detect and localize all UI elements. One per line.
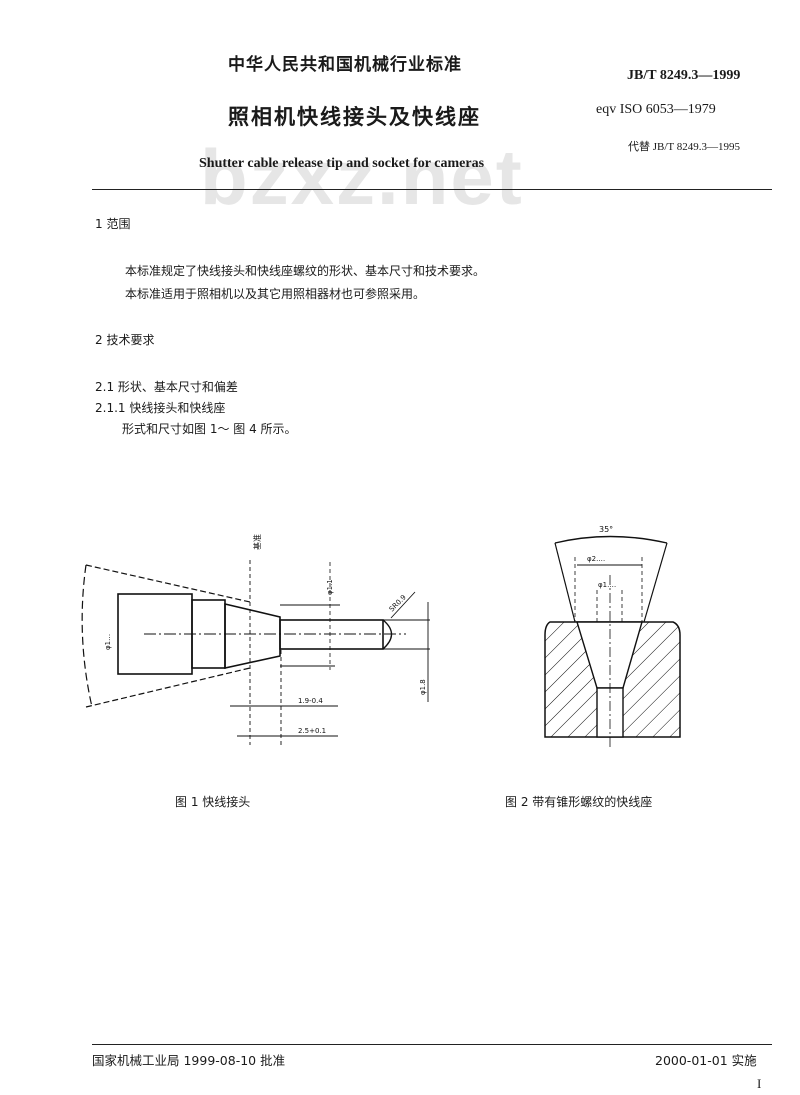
length-2-label: 2.5+0.1 xyxy=(298,727,326,735)
section-1-paragraph: 本标准规定了快线接头和快线座螺纹的形状、基本尺寸和技术要求。 xyxy=(125,264,486,278)
dia-left-label: φ1… xyxy=(104,634,112,650)
figure-2-caption: 图 2 带有锥形螺纹的快线座 xyxy=(505,795,653,809)
figure-1-drawing: 基准 φ1… φ1.1 SR0.9 φ1.8 1.9-0.4 2.5+0.1 xyxy=(81,534,430,745)
subsection-2-1-heading: 2.1 形状、基本尺寸和偏差 xyxy=(95,380,238,394)
dia-neck-label: φ1.1 xyxy=(326,579,334,595)
header-divider xyxy=(92,189,772,190)
document-title: 照相机快线接头及快线座 xyxy=(228,105,481,129)
page-number: I xyxy=(757,1076,762,1091)
section-1-heading: 1 范围 xyxy=(95,217,131,231)
dia-inner-label: φ1.… xyxy=(598,581,616,589)
standard-code: JB/T 8249.3—1999 xyxy=(627,68,741,83)
dia-top-label: φ2.… xyxy=(587,555,605,563)
implementation-date: 2000-01-01 实施 xyxy=(655,1053,757,1068)
subsection-2-1-1-text: 形式和尺寸如图 1～ 图 4 所示。 xyxy=(122,422,297,436)
subsection-2-1-1-heading: 2.1.1 快线接头和快线座 xyxy=(95,401,226,415)
length-1-label: 1.9-0.4 xyxy=(298,697,323,705)
figure-2-drawing: 35° φ2.… φ1.… xyxy=(544,525,681,747)
figure-1-caption: 图 1 快线接头 xyxy=(175,795,251,809)
document-title-english: Shutter cable release tip and socket for… xyxy=(199,156,485,171)
standard-category: 中华人民共和国机械行业标准 xyxy=(228,55,462,75)
footer-divider xyxy=(92,1044,772,1045)
ref-plane-label: 基准 xyxy=(252,534,262,550)
cone-angle-label: 35° xyxy=(599,525,613,534)
equivalent-standard: eqv ISO 6053—1979 xyxy=(596,102,716,117)
replaced-standard: 代替 JB/T 8249.3—1995 xyxy=(628,141,740,153)
section-1-paragraph: 本标准适用于照相机以及其它用照相器材也可参照采用。 xyxy=(125,287,426,301)
watermark: bzxz.net xyxy=(200,133,524,221)
approval-date: 国家机械工业局 1999-08-10 批准 xyxy=(92,1053,286,1068)
section-2-heading: 2 技术要求 xyxy=(95,333,155,347)
dia-pin-label: φ1.8 xyxy=(419,679,427,695)
